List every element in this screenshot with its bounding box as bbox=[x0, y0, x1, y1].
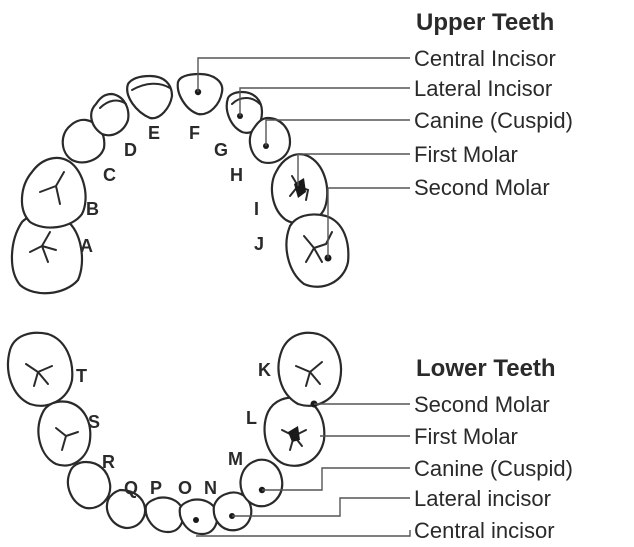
tooth-letter-T: T bbox=[76, 366, 87, 386]
lower-heading: Lower Teeth bbox=[416, 355, 556, 382]
lower-labels: Lower Teeth Second Molar First Molar Can… bbox=[414, 355, 573, 543]
label-lower-second-molar: Second Molar bbox=[414, 392, 550, 417]
label-lower-lateral-incisor: Lateral incisor bbox=[414, 486, 551, 511]
upper-letters: A B C D E F G H I J bbox=[80, 123, 264, 256]
tooth-D bbox=[91, 94, 128, 135]
label-upper-canine: Canine (Cuspid) bbox=[414, 108, 573, 133]
tooth-letter-S: S bbox=[88, 412, 100, 432]
tooth-letter-H: H bbox=[230, 165, 243, 185]
tooth-letter-J: J bbox=[254, 234, 264, 254]
label-upper-first-molar: First Molar bbox=[414, 142, 518, 167]
tooth-letter-N: N bbox=[204, 478, 217, 498]
tooth-letter-E: E bbox=[148, 123, 160, 143]
label-lower-central-incisor: Central incisor bbox=[414, 518, 555, 543]
tooth-letter-I: I bbox=[254, 199, 259, 219]
tooth-B bbox=[22, 158, 86, 228]
tooth-letter-F: F bbox=[189, 123, 200, 143]
tooth-letter-P: P bbox=[150, 478, 162, 498]
leader-lower-canine bbox=[262, 468, 410, 490]
tooth-K bbox=[279, 333, 341, 406]
tooth-letter-A: A bbox=[80, 236, 93, 256]
tooth-O bbox=[180, 499, 217, 534]
tooth-letter-M: M bbox=[228, 449, 243, 469]
label-upper-lateral-incisor: Lateral Incisor bbox=[414, 76, 552, 101]
label-upper-second-molar: Second Molar bbox=[414, 175, 550, 200]
leader-lower-central bbox=[196, 530, 410, 536]
leader-upper-lateral bbox=[240, 88, 410, 116]
tooth-letter-D: D bbox=[124, 140, 137, 160]
label-lower-first-molar: First Molar bbox=[414, 424, 518, 449]
tooth-T bbox=[8, 333, 72, 406]
tooth-M bbox=[240, 460, 282, 507]
tooth-letter-C: C bbox=[103, 165, 116, 185]
lower-arch bbox=[8, 333, 341, 534]
tooth-H bbox=[250, 118, 290, 163]
tooth-letter-O: O bbox=[178, 478, 192, 498]
label-lower-canine: Canine (Cuspid) bbox=[414, 456, 573, 481]
tooth-J bbox=[286, 214, 348, 286]
tooth-letter-K: K bbox=[258, 360, 271, 380]
label-upper-central-incisor: Central Incisor bbox=[414, 46, 556, 71]
leader-upper-central bbox=[198, 58, 410, 92]
tooth-O-dot bbox=[193, 517, 199, 523]
tooth-P bbox=[146, 497, 183, 532]
tooth-letter-Q: Q bbox=[124, 478, 138, 498]
tooth-letter-G: G bbox=[214, 140, 228, 160]
tooth-letter-L: L bbox=[246, 408, 257, 428]
tooth-letter-R: R bbox=[102, 452, 115, 472]
tooth-letter-B: B bbox=[86, 199, 99, 219]
tooth-E bbox=[127, 76, 172, 118]
upper-labels: Upper Teeth Central Incisor Lateral Inci… bbox=[414, 9, 573, 200]
upper-heading: Upper Teeth bbox=[416, 9, 554, 36]
